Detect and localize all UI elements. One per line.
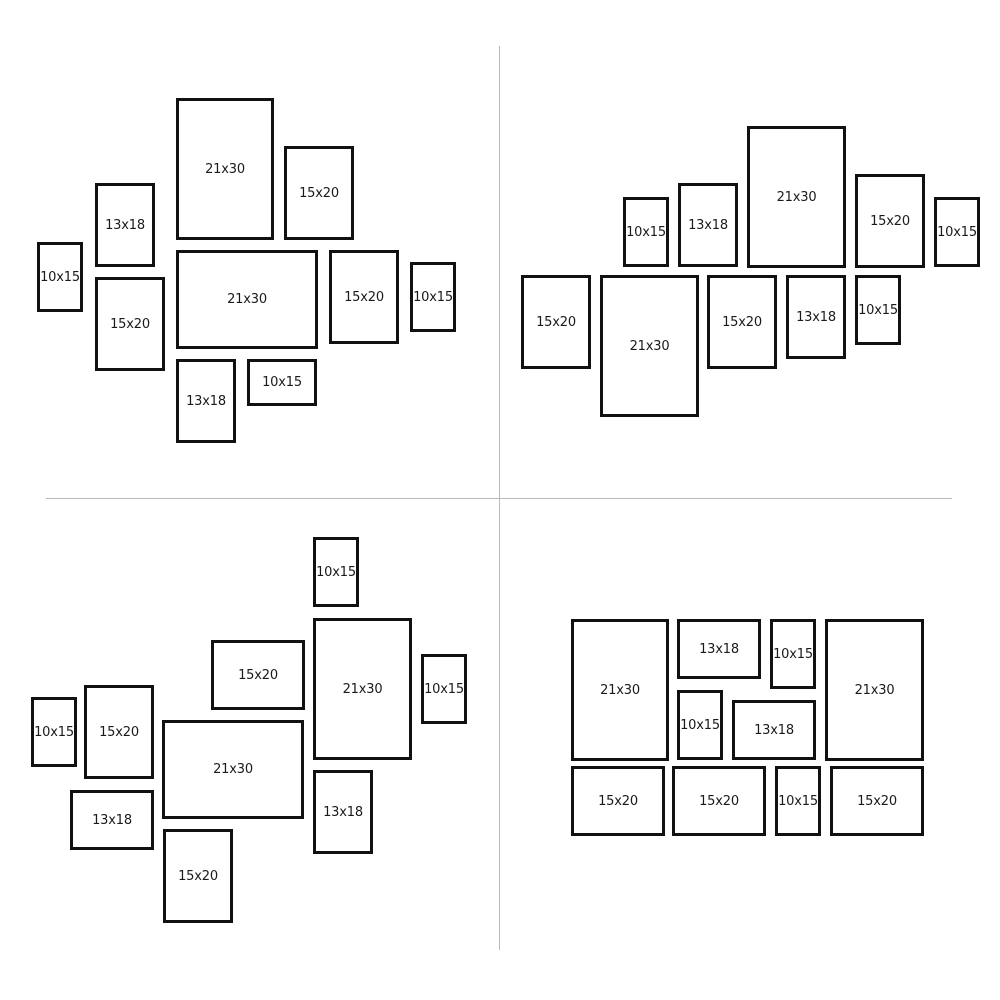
picture-frame: 13x18 <box>678 183 738 267</box>
frame-size-label: 21x30 <box>600 682 640 698</box>
frame-size-label: 10x15 <box>626 224 666 240</box>
frame-size-label: 13x18 <box>699 641 739 657</box>
frame-size-label: 13x18 <box>688 217 728 233</box>
frame-size-label: 15x20 <box>178 868 218 884</box>
picture-frame: 21x30 <box>747 126 846 268</box>
picture-frame: 13x18 <box>176 359 236 443</box>
frame-size-label: 13x18 <box>105 217 145 233</box>
frame-size-label: 15x20 <box>722 314 762 330</box>
picture-frame: 10x15 <box>775 766 821 836</box>
picture-frame: 21x30 <box>571 619 669 761</box>
picture-frame: 13x18 <box>95 183 155 267</box>
picture-frame: 15x20 <box>855 174 925 268</box>
frame-size-label: 10x15 <box>262 375 302 390</box>
frame-size-label: 13x18 <box>323 804 363 820</box>
picture-frame: 21x30 <box>313 618 412 760</box>
picture-frame: 10x15 <box>31 697 77 767</box>
picture-frame: 10x15 <box>313 537 359 607</box>
frame-size-label: 21x30 <box>227 292 267 307</box>
frame-size-label: 15x20 <box>699 793 739 809</box>
picture-frame: 10x15 <box>770 619 816 689</box>
frame-size-label: 21x30 <box>854 682 895 698</box>
horizontal-divider <box>46 498 952 499</box>
frame-size-label: 10x15 <box>858 302 898 318</box>
frame-size-label: 21x30 <box>213 762 253 777</box>
frame-size-label: 15x20 <box>870 213 910 229</box>
picture-frame: 15x20 <box>211 640 305 710</box>
frame-size-label: 13x18 <box>754 722 794 738</box>
picture-frame: 21x30 <box>162 720 304 819</box>
picture-frame: 15x20 <box>830 766 924 836</box>
picture-frame: 10x15 <box>410 262 456 332</box>
frame-size-label: 10x15 <box>34 724 74 740</box>
frame-size-label: 10x15 <box>424 681 464 697</box>
frame-size-label: 13x18 <box>796 309 836 325</box>
picture-frame: 21x30 <box>176 98 274 240</box>
picture-frame: 10x15 <box>623 197 669 267</box>
frame-size-label: 15x20 <box>299 185 339 201</box>
picture-frame: 15x20 <box>707 275 777 369</box>
frame-size-label: 10x15 <box>40 269 80 285</box>
picture-frame: 13x18 <box>70 790 154 850</box>
frame-size-label: 15x20 <box>110 316 150 332</box>
picture-frame: 15x20 <box>672 766 766 836</box>
frame-size-label: 15x20 <box>344 289 384 305</box>
frame-size-label: 10x15 <box>778 793 818 809</box>
picture-frame: 10x15 <box>677 690 723 760</box>
frame-size-label: 10x15 <box>937 224 977 240</box>
frame-size-label: 13x18 <box>186 393 226 409</box>
frame-size-label: 15x20 <box>238 667 278 683</box>
frame-size-label: 15x20 <box>598 793 638 809</box>
picture-frame: 21x30 <box>176 250 318 349</box>
picture-frame: 10x15 <box>37 242 83 312</box>
picture-frame: 21x30 <box>825 619 924 761</box>
picture-frame: 13x18 <box>786 275 846 359</box>
frame-size-label: 15x20 <box>536 314 576 330</box>
picture-frame: 21x30 <box>600 275 699 417</box>
frame-size-label: 15x20 <box>857 793 897 809</box>
frame-size-label: 21x30 <box>776 189 817 205</box>
picture-frame: 10x15 <box>934 197 980 267</box>
picture-frame: 15x20 <box>521 275 591 369</box>
frame-size-label: 21x30 <box>205 161 245 177</box>
frame-size-label: 10x15 <box>773 646 813 662</box>
picture-frame: 13x18 <box>732 700 816 760</box>
picture-frame: 15x20 <box>163 829 233 923</box>
frame-size-label: 10x15 <box>316 564 356 580</box>
frame-size-label: 21x30 <box>629 338 670 354</box>
picture-frame: 13x18 <box>677 619 761 679</box>
picture-frame: 10x15 <box>855 275 901 345</box>
picture-frame: 13x18 <box>313 770 373 854</box>
frame-size-label: 15x20 <box>99 724 139 740</box>
picture-frame: 15x20 <box>284 146 354 240</box>
frame-size-label: 21x30 <box>342 681 383 697</box>
frame-size-label: 13x18 <box>92 812 132 828</box>
frame-size-label: 10x15 <box>680 717 720 733</box>
picture-frame: 10x15 <box>421 654 467 724</box>
picture-frame: 15x20 <box>84 685 154 779</box>
picture-frame: 15x20 <box>329 250 399 344</box>
picture-frame: 15x20 <box>95 277 165 371</box>
picture-frame: 15x20 <box>571 766 665 836</box>
frame-size-label: 10x15 <box>413 289 453 305</box>
picture-frame: 10x15 <box>247 359 317 406</box>
